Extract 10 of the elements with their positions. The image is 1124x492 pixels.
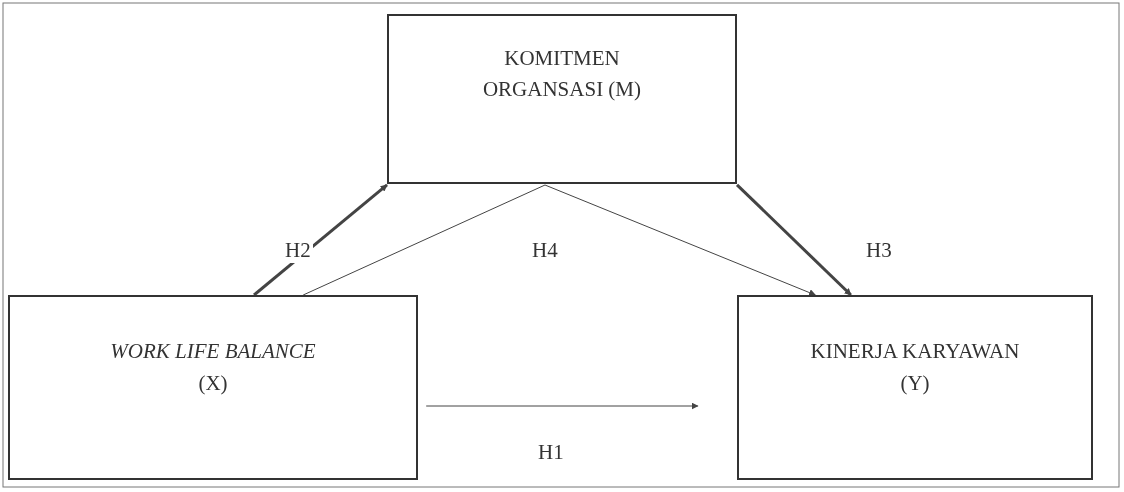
variable-label: KOMITMEN ORGANSASI (M) — [481, 44, 643, 103]
arrow — [302, 184, 816, 296]
variable-label: WORK LIFE BALANCE (X) — [109, 338, 317, 397]
arrow — [735, 183, 852, 297]
variable-box — [387, 14, 737, 184]
arrow — [253, 183, 388, 297]
arrow — [425, 402, 699, 410]
variable-label: KINERJA KARYAWAN (Y) — [809, 338, 1021, 397]
variable-box — [737, 295, 1093, 480]
variable-box — [8, 295, 418, 480]
